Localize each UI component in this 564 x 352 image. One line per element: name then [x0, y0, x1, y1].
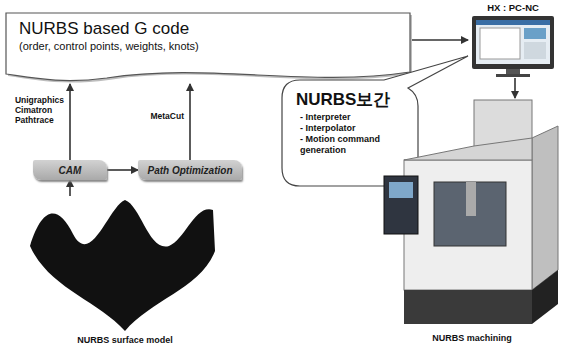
- machine-top: [404, 138, 532, 160]
- pc-nc-monitor: HX : PC-NC: [468, 2, 558, 78]
- control-screen: [389, 182, 413, 198]
- machine-side: [532, 126, 558, 290]
- figure-caption: NURBS surface model: [25, 334, 225, 346]
- monitor-art: [468, 2, 558, 78]
- document-body: (order, control points, weights, knots): [19, 39, 398, 53]
- edge-label: Unigraphics Cimatron Pathtrace: [14, 95, 65, 125]
- machine-base: [404, 290, 532, 324]
- machine-enclosure: [404, 160, 532, 290]
- machine-base-side: [532, 270, 558, 324]
- machine-spindle: [466, 182, 476, 216]
- flow-arrow: [412, 39, 468, 41]
- interpolation-callout: NURBS보간 - Interpreter- Interpolator- Moti…: [282, 80, 418, 186]
- monitor-screen: [476, 20, 550, 64]
- gcode-document: NURBS based G code(order, control points…: [5, 12, 412, 84]
- monitor-base: [496, 74, 530, 77]
- window-pane: [480, 28, 520, 59]
- control-panel: [384, 176, 418, 234]
- banner-label: CAM: [59, 165, 82, 176]
- flow-arrow: [107, 169, 138, 171]
- window-bar: [476, 20, 550, 25]
- path-optimization-banner: Path Optimization: [138, 160, 242, 180]
- document-heading: NURBS based G code: [19, 19, 398, 39]
- callout-item: - Interpreter: [296, 112, 408, 123]
- window-pane: [524, 42, 546, 59]
- banner-label: Path Optimization: [148, 165, 233, 176]
- flow-arrow: [514, 78, 516, 98]
- flow-arrow: [69, 84, 71, 160]
- callout-item: - Interpolator: [296, 123, 408, 134]
- edge-label: MetaCut: [149, 111, 185, 121]
- flow-arrow: [69, 180, 71, 196]
- device-heading: HX : PC-NC: [468, 2, 558, 14]
- flow-arrow: [189, 84, 191, 160]
- figure-caption: NURBS machining: [382, 332, 562, 344]
- machine-tool: NURBS machining: [382, 98, 562, 350]
- window-pane: [524, 28, 546, 39]
- callout-heading: NURBS보간: [296, 89, 408, 110]
- monitor-frame: [472, 16, 554, 69]
- machine-window: [434, 182, 506, 246]
- nurbs-surface: [30, 200, 215, 331]
- document-shape: [6, 13, 410, 81]
- cam-banner: CAM: [33, 160, 107, 180]
- surface-model: NURBS surface model: [25, 196, 225, 350]
- surface-art: [25, 196, 225, 350]
- callout-item: - Motion command generation: [296, 134, 408, 156]
- monitor-stand: [506, 69, 520, 74]
- machine-art: [382, 98, 562, 350]
